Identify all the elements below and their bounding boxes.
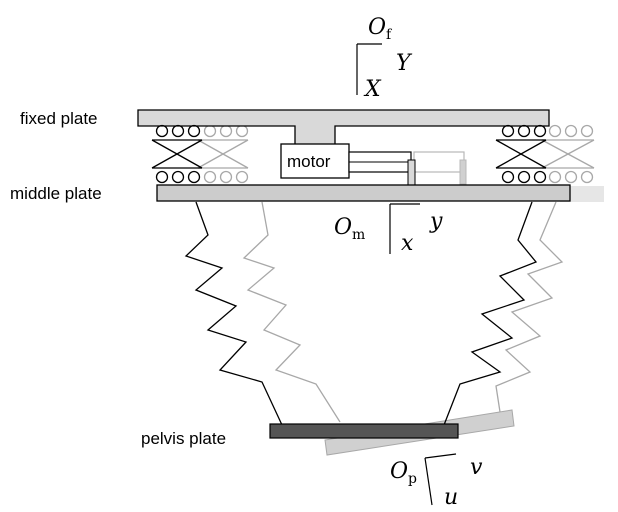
frame-middle-origin: O [334, 215, 352, 240]
frame-pelvis-axis-u: u [444, 485, 458, 510]
ghost-left-spring [242, 201, 341, 423]
ghost-middle-plate [560, 186, 604, 202]
ghost-actuator-tip [459, 159, 467, 185]
middle-plate [156, 184, 571, 202]
frame-fixed: O f X Y [356, 15, 413, 102]
pelvis-plate [269, 423, 459, 439]
motor-label: motor [287, 152, 331, 171]
ghost-configuration [197, 124, 604, 456]
middle-plate-label: middle plate [10, 184, 102, 203]
frame-pelvis-sub: p [408, 471, 417, 487]
frame-middle-axis-x: x [401, 231, 414, 256]
frame-pelvis-origin: O [390, 459, 408, 484]
frame-pelvis-axis-v: v [470, 455, 483, 480]
frame-pelvis: O p u v [390, 453, 483, 510]
ghost-actuator [413, 151, 465, 173]
bearing-right [495, 124, 547, 184]
pelvis-plate-label: pelvis plate [141, 429, 226, 448]
frame-middle-sub: m [352, 227, 365, 243]
ghost-right-spring [495, 201, 564, 413]
left-spring [184, 201, 283, 426]
frame-middle: O m x y [334, 203, 443, 256]
frame-middle-axis-y: y [429, 209, 443, 234]
frame-fixed-origin: O [368, 15, 386, 40]
ghost-rollers-left [197, 124, 249, 184]
fixed-plate-label: fixed plate [20, 109, 98, 128]
right-spring [443, 201, 538, 426]
frame-fixed-sub: f [386, 27, 393, 43]
ghost-rollers-right [541, 124, 595, 184]
frame-fixed-axis-x: X [363, 77, 382, 102]
actuator-tip [407, 159, 416, 187]
bearing-left [151, 124, 203, 184]
frame-fixed-axis-y: Y [396, 51, 413, 76]
